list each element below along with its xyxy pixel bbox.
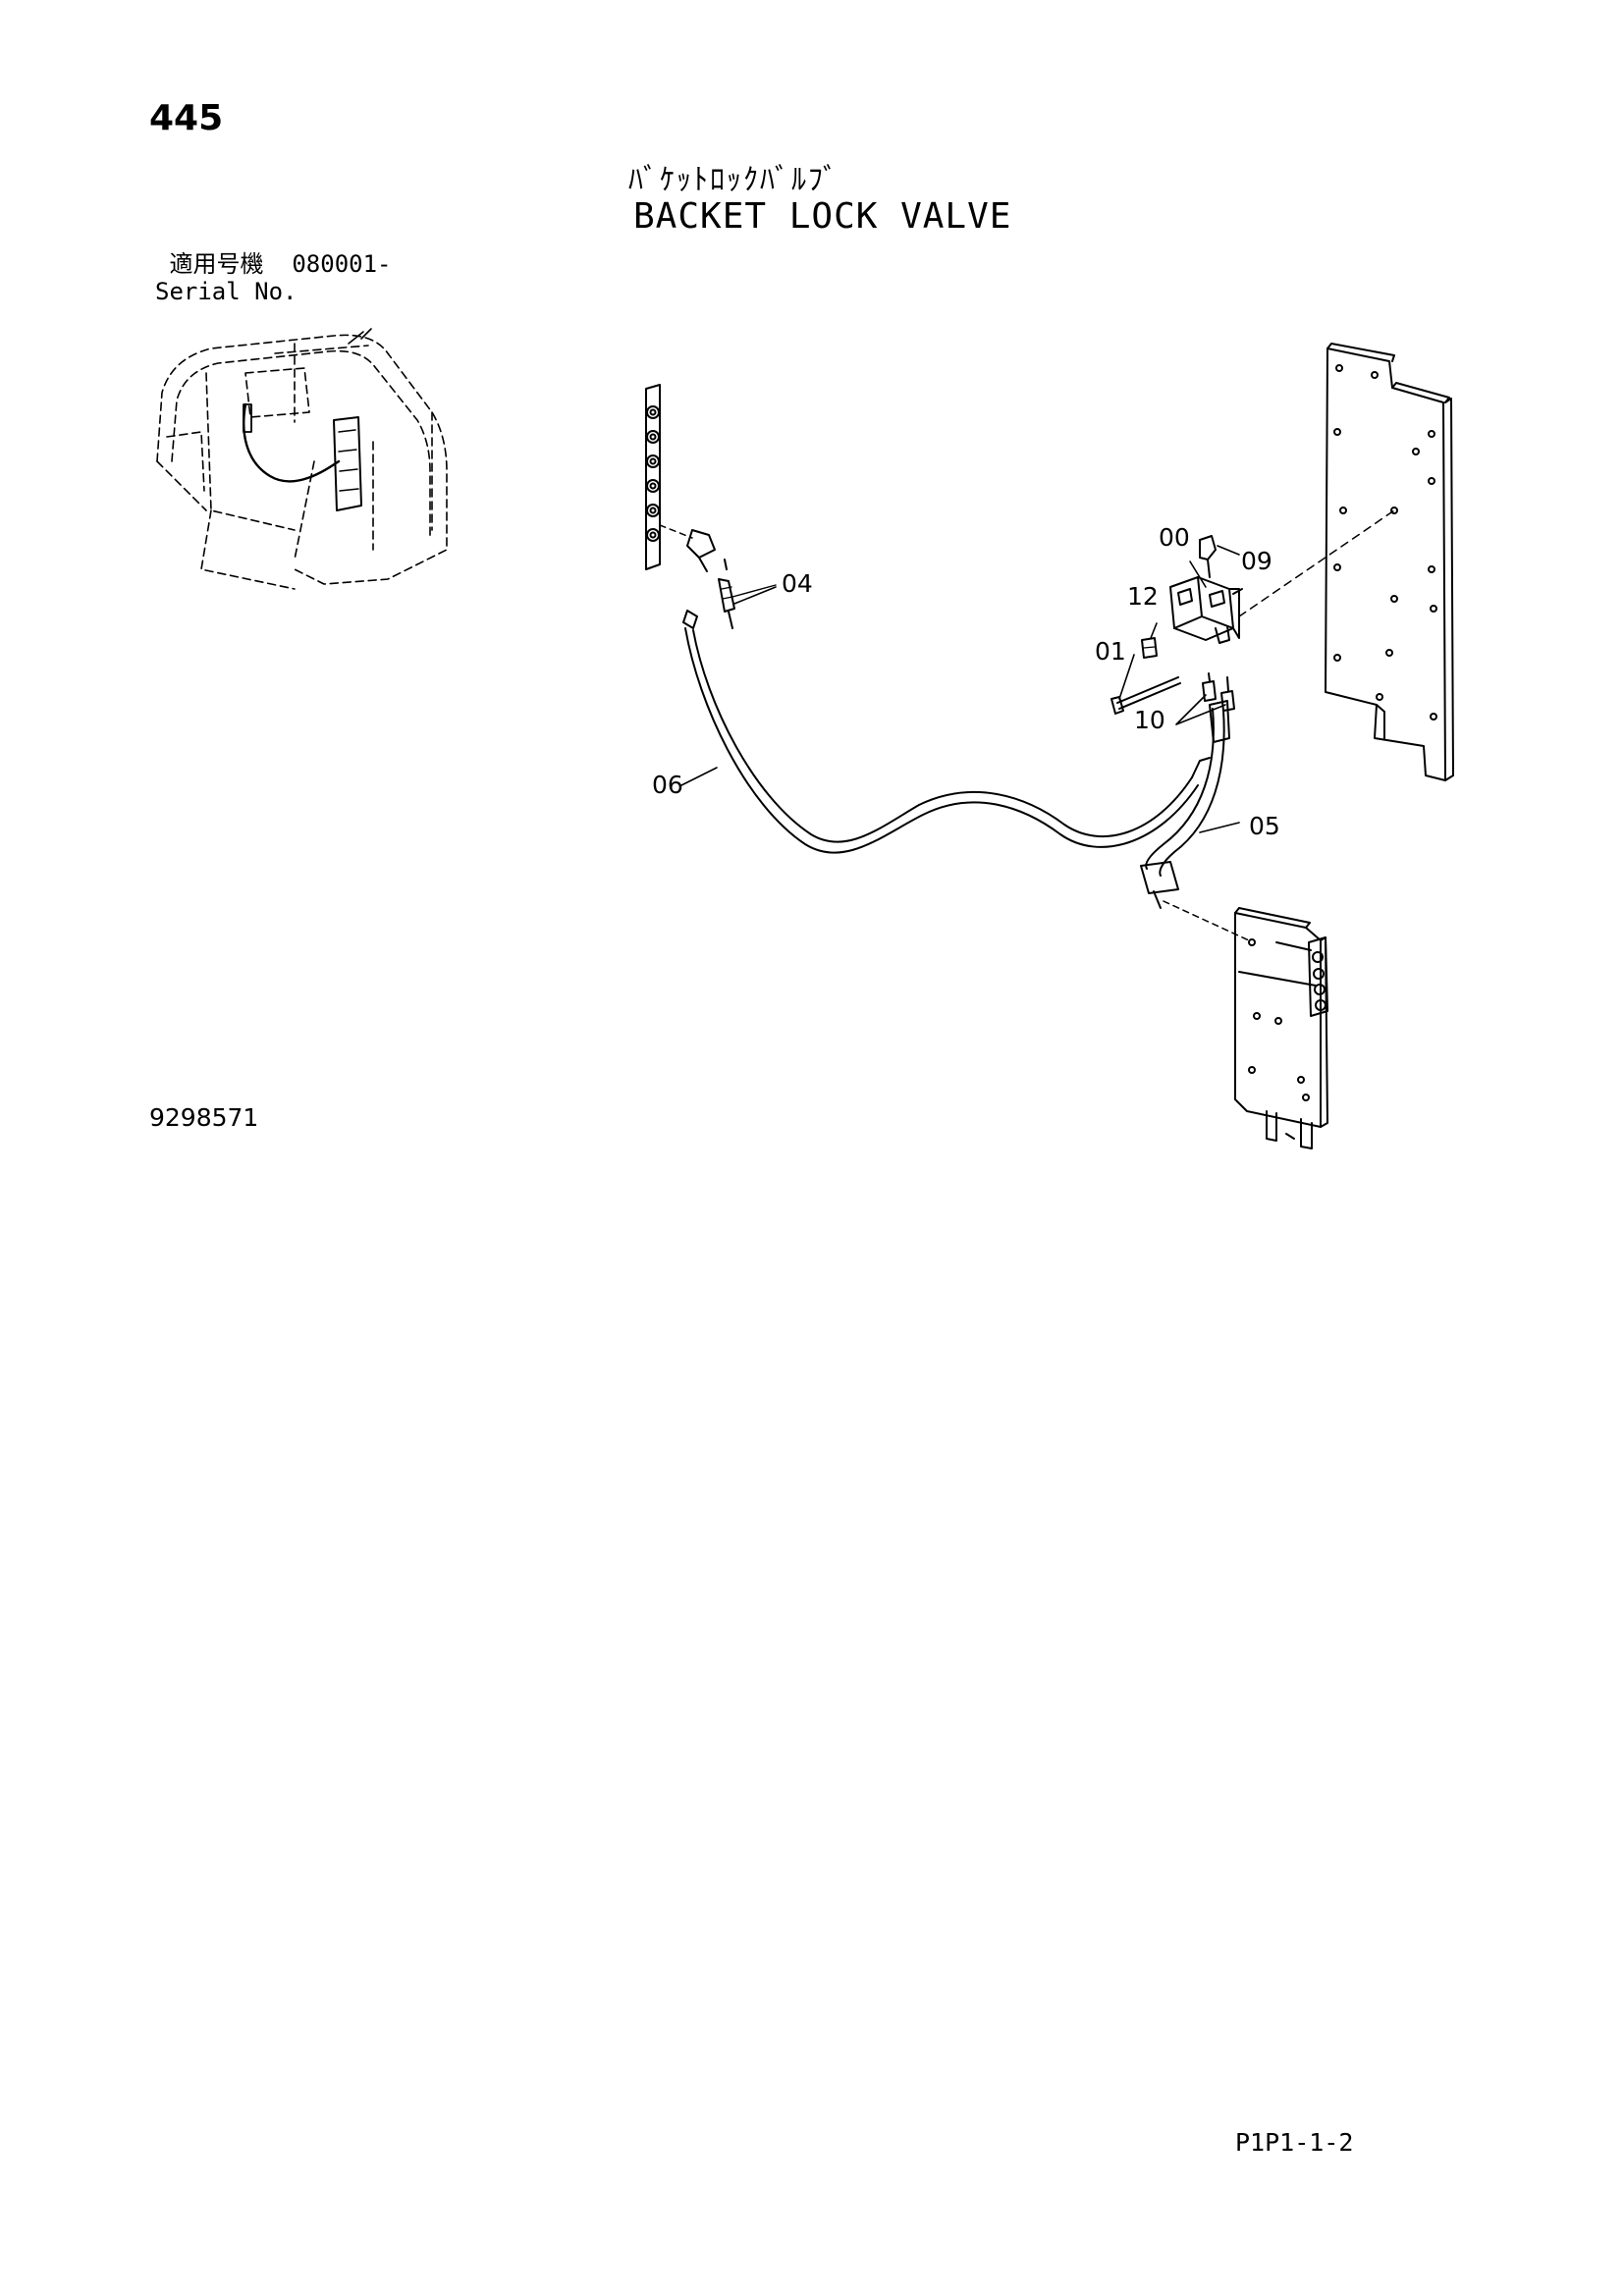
leader-lines <box>680 545 1240 833</box>
drawing-number: 9298571 <box>149 1103 259 1132</box>
callout-04: 04 <box>782 569 813 598</box>
control-block-plate <box>1234 907 1328 1149</box>
callout-01: 01 <box>1095 637 1126 666</box>
callout-09: 09 <box>1241 547 1272 575</box>
page-number: 445 <box>149 98 224 138</box>
bucket-lock-valve-00 <box>1110 509 1395 715</box>
pilot-valve-block <box>645 384 716 572</box>
serial-applicability: 適用号機 080001- Serial No. <box>155 250 392 305</box>
callout-05: 05 <box>1249 812 1280 840</box>
callout-labels: 00 09 12 01 10 04 06 05 <box>652 523 1280 840</box>
title-japanese: ﾊﾞｹｯﾄﾛｯｸﾊﾞﾙﾌﾞ <box>628 163 839 197</box>
callout-10: 10 <box>1134 706 1165 734</box>
serial-row: 適用号機 080001- <box>155 250 392 278</box>
serial-label-en: Serial No. <box>155 278 298 305</box>
mounting-plate <box>1325 343 1454 781</box>
page-code: P1P1-1-2 <box>1235 2128 1354 2157</box>
callout-00: 00 <box>1159 523 1190 552</box>
hose-05 <box>1140 700 1250 941</box>
callout-12: 12 <box>1127 582 1159 611</box>
serial-value: 080001- <box>292 250 392 278</box>
hose-06 <box>682 610 1211 854</box>
title-english: BACKET LOCK VALVE <box>633 196 1012 237</box>
serial-label-jp: 適用号機 <box>169 250 264 278</box>
cab-location-inset <box>156 328 448 590</box>
adapter-04 <box>718 559 777 629</box>
callout-06: 06 <box>652 771 683 799</box>
